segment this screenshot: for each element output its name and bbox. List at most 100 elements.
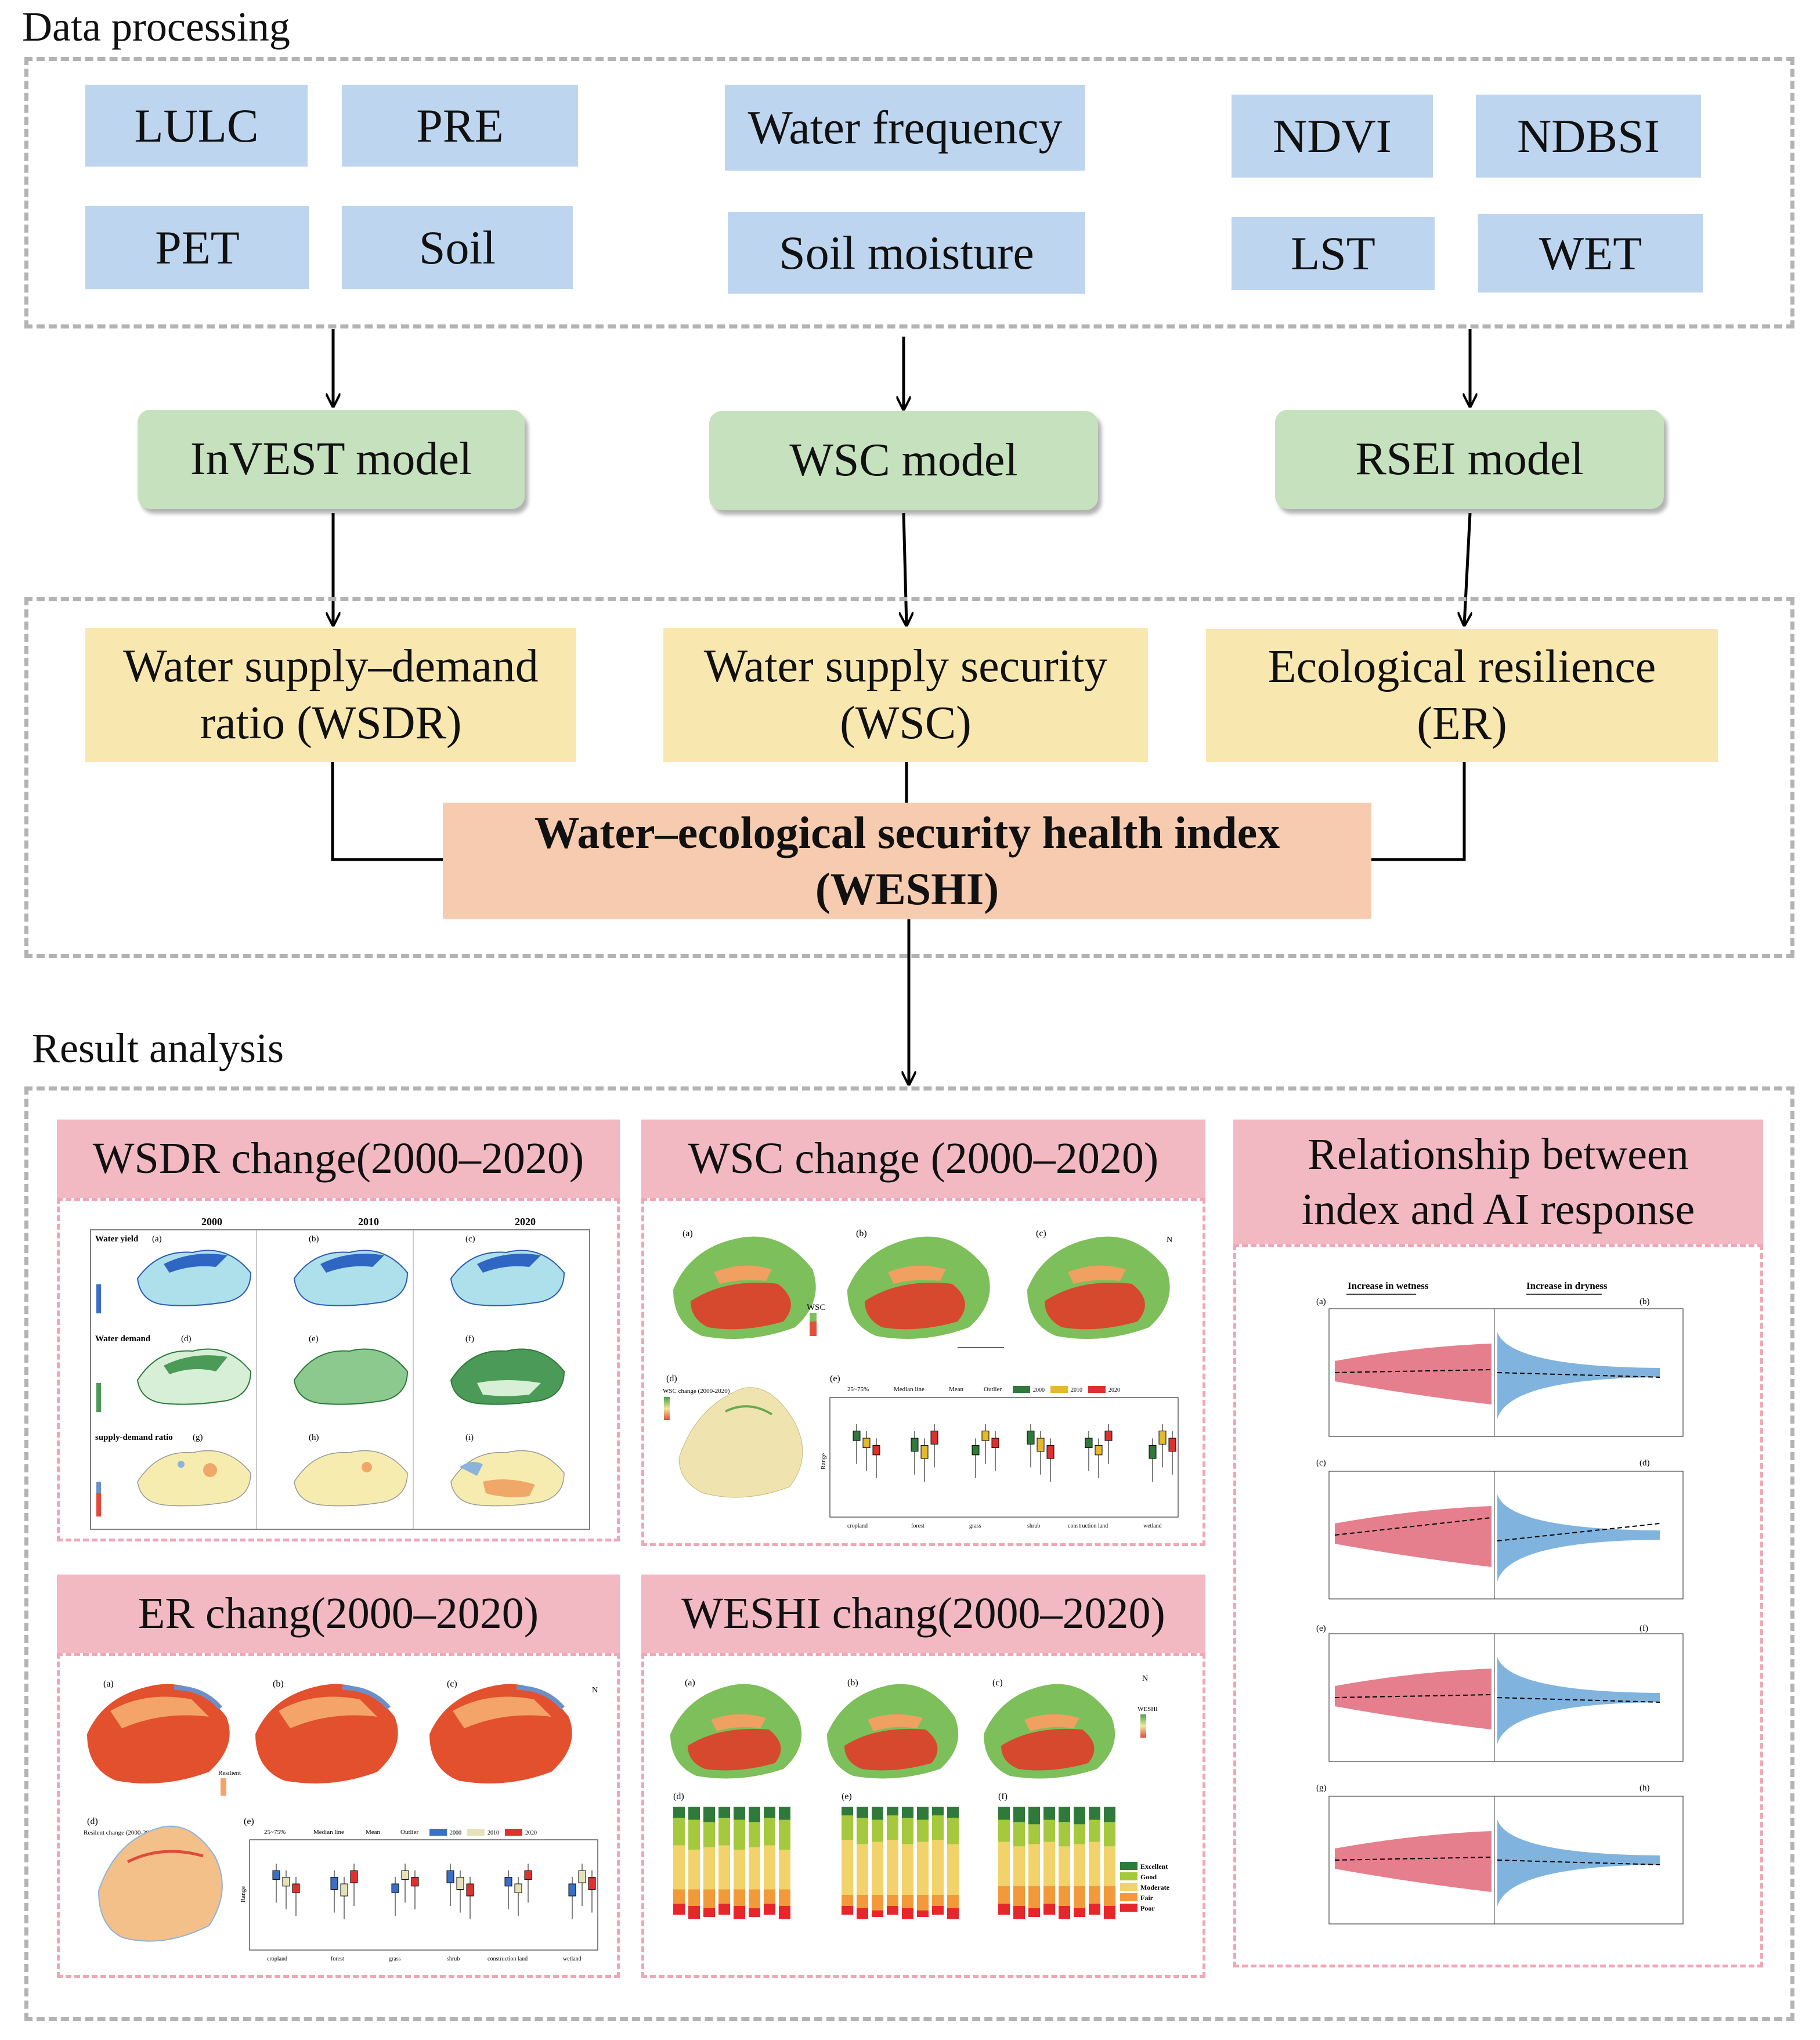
weshi-bar-segment — [764, 1818, 775, 1846]
box — [330, 1877, 338, 1890]
box — [1158, 1431, 1167, 1445]
weshi-bar-segment — [1104, 1886, 1115, 1906]
weshi-bar-segment — [857, 1818, 868, 1844]
box — [1046, 1445, 1055, 1459]
svg-text:shrub: shrub — [447, 1956, 460, 1962]
weshi-bar-segment — [703, 1807, 715, 1822]
weshi-bar-segment — [734, 1819, 745, 1850]
index-er-line2: (ER) — [1417, 698, 1507, 749]
wsc-panel-b: (b) — [856, 1229, 867, 1239]
svg-text:N: N — [592, 1686, 598, 1695]
input-soil: Soil — [342, 206, 573, 289]
result-header-wsdr: WSDR change(2000–2020) — [57, 1120, 620, 1198]
weshi-bar-segment — [1013, 1886, 1025, 1906]
weshi-bar-segment — [718, 1845, 730, 1890]
relationship-header-wetness: Increase in wetness — [1348, 1280, 1429, 1291]
scatter-cloud-wetness — [1335, 1506, 1492, 1567]
svg-text:wetland: wetland — [563, 1956, 582, 1962]
box — [1027, 1431, 1035, 1445]
index-wsdr-line1: Water supply–demand — [123, 640, 539, 692]
relationship-scatter-panels — [1328, 1308, 1684, 1925]
box — [456, 1877, 464, 1890]
weshi-bar-segment — [917, 1895, 929, 1911]
scatter-frame — [1328, 1796, 1684, 1925]
wsc-panel-d: (d) — [666, 1374, 677, 1384]
weshi-bar-segment — [718, 1904, 730, 1915]
weshi-figure-thumbnail: (a) (b) (c) WESHI N (d) (e) (f) Excellen… — [656, 1665, 1190, 1966]
weshi-bar-segment — [842, 1815, 853, 1840]
box — [981, 1431, 990, 1441]
wsc-maps-row: WSC N — [673, 1236, 1172, 1348]
er-figure-thumbnail: (a) (b) (c) Resilient N (d) Resilent cha… — [75, 1665, 609, 1966]
weshi-bar-segment — [947, 1908, 959, 1919]
svg-text:Median line: Median line — [313, 1829, 344, 1836]
svg-text:forest: forest — [911, 1523, 925, 1529]
fit-line — [1334, 1694, 1492, 1698]
wsdr-panel-b: (b) — [309, 1234, 319, 1244]
weshi-bar-segment — [1074, 1886, 1085, 1908]
weshi-bar-segment — [734, 1850, 745, 1890]
weshi-class-moderate: Moderate — [1140, 1883, 1170, 1891]
fit-line — [1334, 1857, 1492, 1861]
wsc-figure-thumbnail: (a) (b) (c) WSC N (d) WSC change (2000-2… — [656, 1214, 1190, 1539]
model-wsc: WSC model — [709, 411, 1098, 510]
box — [853, 1431, 861, 1441]
weshi-bar-segment — [734, 1889, 745, 1906]
model-invest: InVEST model — [138, 410, 525, 509]
weshi-bar-segment — [749, 1889, 760, 1908]
relationship-header-dryness: Increase in dryness — [1526, 1280, 1608, 1291]
box — [504, 1877, 512, 1887]
weshi-bar-segment — [1104, 1822, 1115, 1847]
wsc-box-legend: 25~75% Median line Mean Outlier 2000 201… — [847, 1386, 1120, 1393]
input-water-frequency: Water frequency — [725, 85, 1085, 171]
svg-text:2020: 2020 — [1108, 1387, 1120, 1393]
weshi-bar-segment — [887, 1895, 898, 1906]
weshi-bar-segment — [887, 1906, 898, 1915]
wsc-panel-e: (e) — [830, 1374, 840, 1384]
box — [862, 1438, 871, 1449]
weshi-bar-segment — [887, 1815, 898, 1840]
weshi-bar-segment — [779, 1850, 790, 1890]
fit-line — [1497, 1860, 1660, 1865]
box — [340, 1883, 348, 1897]
weshi-bar-segment — [688, 1819, 700, 1850]
weshi-bar-segment — [1059, 1846, 1070, 1886]
er-maps-row: Resilient N — [87, 1684, 598, 1796]
wsc-boxplot — [853, 1424, 1176, 1482]
weshi-bar-segment — [688, 1906, 700, 1919]
wsc-map-d — [678, 1387, 803, 1498]
weshi-bar-segment — [779, 1819, 790, 1850]
index-wsdr-line2: ratio (WSDR) — [200, 697, 462, 749]
index-wsc: Water supply security (WSC) — [663, 628, 1148, 762]
box — [1168, 1438, 1176, 1452]
scatter-cloud-wetness — [1335, 1831, 1492, 1892]
weshi-bar-segment — [932, 1906, 944, 1915]
weshi-bar-segment — [764, 1807, 775, 1818]
box — [1037, 1438, 1045, 1452]
index-wsc-line1: Water supply security — [703, 640, 1108, 692]
box — [991, 1438, 999, 1449]
index-weshi-line2: (WESHI) — [815, 864, 999, 914]
weshi-bar-segment — [764, 1904, 775, 1915]
weshi-bar-segment — [947, 1895, 959, 1908]
weshi-bar-segment — [1074, 1908, 1085, 1917]
wsdr-year-2000: 2000 — [201, 1216, 222, 1227]
rel-panel-e: (e) — [1316, 1624, 1326, 1633]
svg-text:wetland: wetland — [1143, 1523, 1162, 1529]
weshi-bar-segment — [842, 1807, 853, 1816]
er-boxplot — [272, 1864, 596, 1919]
box — [930, 1431, 938, 1445]
weshi-bar-segment — [764, 1889, 775, 1904]
weshi-panel-c: (c) — [992, 1678, 1003, 1688]
scatter-cloud-wetness — [1335, 1344, 1492, 1404]
weshi-bar-segment — [1074, 1824, 1085, 1844]
weshi-bar-segment — [673, 1818, 685, 1846]
weshi-bar-segment — [902, 1908, 913, 1919]
input-ndvi: NDVI — [1232, 95, 1433, 178]
relationship-figure-thumbnail: Increase in wetness Increase in dryness … — [1312, 1274, 1706, 1930]
result-frame-relationship — [1233, 1244, 1763, 1967]
scatter-frame — [1328, 1633, 1684, 1762]
weshi-bar-segment — [947, 1818, 959, 1844]
er-legend-map: Resilient — [218, 1770, 241, 1777]
relationship-title-line1: Relationship between — [1308, 1129, 1689, 1179]
